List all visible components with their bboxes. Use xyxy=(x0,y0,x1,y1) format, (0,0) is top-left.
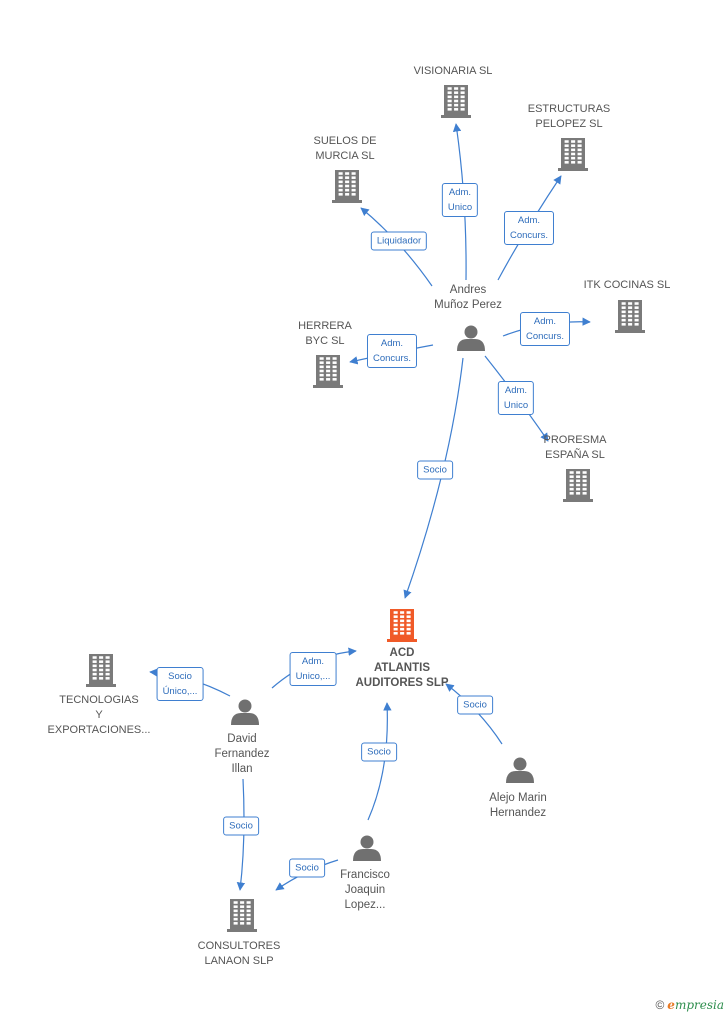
node-itk-building-icon[interactable] xyxy=(615,300,645,333)
edge-label-line: Adm. xyxy=(533,316,557,327)
node-label-line: Muñoz Perez xyxy=(434,299,502,311)
edge-label-line: Socio xyxy=(168,671,192,682)
node-label-line: MURCIA SL xyxy=(315,150,375,162)
edge-label-line: Concurs. xyxy=(525,331,565,342)
edge-label-line: Concurs. xyxy=(372,353,412,364)
node-label-main[interactable]: ACD ATLANTIS AUDITORES SLP xyxy=(342,646,462,691)
node-label-line: ESTRUCTURAS xyxy=(527,103,611,115)
edge-label-line: Liquidador xyxy=(376,235,422,247)
edge-label-andres-estructuras[interactable]: Adm. Concurs. xyxy=(503,211,555,245)
node-label-line: ATLANTIS xyxy=(373,662,430,674)
edge-label-line: Adm. xyxy=(517,215,541,226)
edge-label-line: Unico xyxy=(447,202,473,213)
node-label-estructuras[interactable]: ESTRUCTURAS PELOPEZ SL xyxy=(509,102,629,132)
node-label-line: Andres xyxy=(449,284,487,296)
node-label-line: HERRERA xyxy=(298,320,352,332)
edge-label-andres-visionaria[interactable]: Adm. Unico xyxy=(441,183,479,217)
edge-label-line: Adm. xyxy=(380,338,404,349)
edge-label-david-main[interactable]: Adm. Unico,... xyxy=(289,652,337,686)
node-label-suelos[interactable]: SUELOS DE MURCIA SL xyxy=(285,134,405,164)
node-david-person-icon[interactable] xyxy=(231,699,259,726)
node-label-itk[interactable]: ITK COCINAS SL xyxy=(567,278,687,293)
node-label-line: ITK COCINAS SL xyxy=(583,279,671,291)
node-label-line: PELOPEZ SL xyxy=(535,118,603,130)
node-label-line: Joaquin xyxy=(344,884,386,896)
brand-logo-text: mpresia xyxy=(674,998,724,1012)
edge-label-line: Socio xyxy=(423,464,447,476)
node-tecnologias-building-icon[interactable] xyxy=(86,654,116,687)
edge-label-line: Adm. xyxy=(504,385,528,396)
edge-label-francisco-consultores[interactable]: Socio xyxy=(289,858,325,878)
node-label-visionaria[interactable]: VISIONARIA SL xyxy=(393,64,513,79)
node-label-line: Lopez... xyxy=(344,899,386,911)
edge-label-andres-herrera[interactable]: Adm. Concurs. xyxy=(366,334,418,368)
node-label-line: Illan xyxy=(231,763,253,775)
node-label-line: AUDITORES SLP xyxy=(355,677,449,689)
node-visionaria-building-icon[interactable] xyxy=(441,85,471,118)
edge-label-andres-main[interactable]: Socio xyxy=(417,460,453,480)
node-label-tecnologias[interactable]: TECNOLOGIAS Y EXPORTACIONES... xyxy=(39,693,159,738)
edge-label-line: Socio xyxy=(229,820,253,832)
node-proresma-building-icon[interactable] xyxy=(563,469,593,502)
edge-label-line: Único,... xyxy=(162,686,198,697)
node-label-line: ACD xyxy=(389,647,415,659)
node-suelos-building-icon[interactable] xyxy=(332,170,362,203)
node-label-line: Francisco xyxy=(340,869,390,881)
edge-francisco-main xyxy=(367,702,392,821)
node-consultores-building-icon[interactable] xyxy=(227,899,257,932)
node-francisco-person-icon[interactable] xyxy=(353,835,381,862)
brand-logo-initial: e xyxy=(667,998,675,1012)
node-label-herrera[interactable]: HERRERA BYC SL xyxy=(265,319,385,349)
edge-label-line: Socio xyxy=(367,746,391,758)
node-andres-person-icon[interactable] xyxy=(457,325,485,352)
node-herrera-building-icon[interactable] xyxy=(313,355,343,388)
edge-label-andres-proresma[interactable]: Adm. Unico xyxy=(497,381,535,415)
edge-label-line: Adm. xyxy=(301,656,325,667)
node-label-line: CONSULTORES xyxy=(197,940,281,952)
node-label-line: Fernandez xyxy=(214,748,270,760)
edge-label-andres-suelos[interactable]: Liquidador xyxy=(370,231,428,251)
edge-label-line: Unico,... xyxy=(295,671,331,682)
node-label-line: David xyxy=(227,733,257,745)
node-label-line: Alejo Marin xyxy=(489,792,547,804)
node-label-line: TECNOLOGIAS xyxy=(59,694,139,706)
node-main-building-icon[interactable] xyxy=(387,609,417,642)
edge-label-line: Socio xyxy=(463,699,487,711)
node-label-proresma[interactable]: PRORESMA ESPAÑA SL xyxy=(515,433,635,463)
node-label-line: ESPAÑA SL xyxy=(545,449,605,461)
edge-label-francisco-main[interactable]: Socio xyxy=(361,742,397,762)
copyright-symbol: © xyxy=(655,998,665,1012)
edge-david-consultores xyxy=(236,778,246,891)
node-label-line: LANAON SLP xyxy=(204,955,274,967)
node-label-line: BYC SL xyxy=(305,335,345,347)
edge-label-line: Concurs. xyxy=(509,230,549,241)
node-alejo-person-icon[interactable] xyxy=(506,757,534,784)
node-label-line: EXPORTACIONES... xyxy=(47,724,151,736)
edge-label-david-consultores[interactable]: Socio xyxy=(223,816,259,836)
node-label-line: Hernandez xyxy=(489,807,547,819)
edge-label-alejo-main[interactable]: Socio xyxy=(457,695,493,715)
edge-label-line: Adm. xyxy=(448,187,472,198)
edge-label-andres-itk[interactable]: Adm. Concurs. xyxy=(519,312,571,346)
node-estructuras-building-icon[interactable] xyxy=(558,138,588,171)
edge-label-line: Socio xyxy=(295,862,319,874)
node-label-line: Y xyxy=(95,709,103,721)
node-label-line: SUELOS DE xyxy=(313,135,377,147)
node-label-consultores[interactable]: CONSULTORES LANAON SLP xyxy=(179,939,299,969)
node-label-line: VISIONARIA SL xyxy=(413,65,493,77)
node-label-line: PRORESMA xyxy=(543,434,607,446)
footer-brand[interactable]: ©empresia xyxy=(655,998,724,1012)
edge-label-line: Unico xyxy=(503,400,529,411)
